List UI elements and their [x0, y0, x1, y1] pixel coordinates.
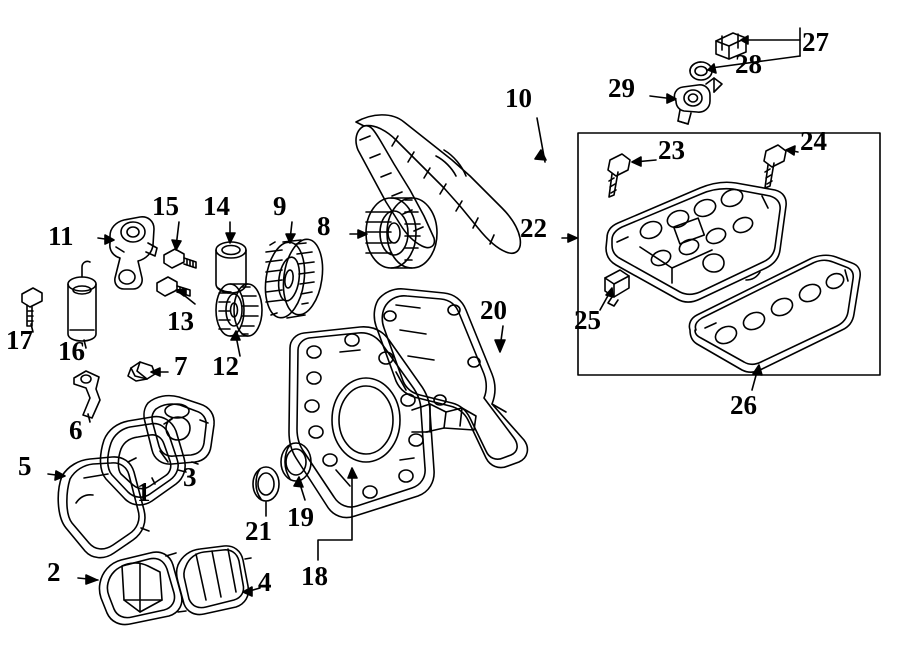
- callout-leader-1: [151, 477, 156, 485]
- callout-label-5: 5: [18, 451, 32, 481]
- callout-leader-20: [494, 325, 506, 353]
- part-4-lower-outer-cover-panel: [175, 545, 252, 616]
- callout-label-15: 15: [152, 191, 179, 221]
- callout-label-4: 4: [258, 567, 272, 597]
- part-9-crankshaft-sprocket: [264, 238, 324, 319]
- callout-label-9: 9: [273, 191, 287, 221]
- part-25-oil-separator-fitting: [604, 269, 630, 307]
- callout-leader-25: [599, 287, 614, 311]
- callout-label-19: 19: [287, 502, 314, 532]
- callout-leader-9: [285, 221, 296, 244]
- part-29-camshaft-position-sensor: [673, 77, 723, 125]
- callout-label-3: 3: [183, 462, 197, 492]
- callout-label-28: 28: [735, 49, 762, 79]
- callout-leader-28: [707, 55, 801, 74]
- part-1-inner-timing-belt-cover-left: [99, 415, 187, 506]
- callout-leader-4: [242, 586, 261, 597]
- part-22-valve-cover-assembly-group-box: [577, 132, 881, 376]
- callout-label-20: 20: [480, 295, 507, 325]
- part-2-lower-timing-belt-cover: [98, 551, 187, 626]
- callout-label-6: 6: [69, 415, 83, 445]
- callout-leader-24: [785, 145, 799, 156]
- callout-label-25: 25: [574, 305, 601, 335]
- callout-leader-18: [317, 467, 358, 561]
- part-17-tensioner-mounting-bolt: [21, 287, 43, 327]
- part-11-belt-tensioner-bracket: [109, 216, 158, 290]
- callout-label-17: 17: [6, 325, 33, 355]
- callout-leader-5: [47, 470, 66, 481]
- callout-leader-15: [171, 221, 182, 251]
- callout-label-11: 11: [48, 221, 74, 251]
- part-26-valve-cover-left: [688, 254, 861, 373]
- callout-leader-3: [191, 461, 199, 465]
- part-12-idler-pulley: [215, 283, 263, 337]
- part-5-front-timing-cover-shield: [57, 456, 150, 559]
- callout-leader-17: [30, 323, 34, 333]
- callout-label-2: 2: [47, 557, 61, 587]
- callout-leader-19: [293, 476, 306, 501]
- part-6-cover-mounting-bracket: [73, 370, 101, 419]
- part-22-valve-cover-right: [605, 181, 787, 303]
- callout-leader-27: [740, 27, 801, 57]
- callout-leader-13: [175, 288, 196, 305]
- callout-leader-8: [349, 229, 368, 239]
- part-16-hydraulic-tensioner: [67, 260, 97, 342]
- callout-leader-12: [230, 330, 241, 357]
- callout-leader-7: [150, 367, 169, 377]
- part-24-valve-cover-bolt-right: [763, 144, 787, 189]
- part-8-camshaft-sprocket: [365, 197, 438, 269]
- callout-label-1: 1: [137, 477, 151, 507]
- callout-label-23: 23: [658, 135, 685, 165]
- callout-label-21: 21: [245, 516, 272, 546]
- callout-label-12: 12: [212, 351, 239, 381]
- callout-label-24: 24: [800, 126, 827, 156]
- callout-label-13: 13: [167, 306, 194, 336]
- part-3-timing-belt-cover-bracket: [143, 394, 215, 465]
- part-20-rear-timing-cover: [373, 288, 529, 469]
- callout-label-7: 7: [174, 351, 188, 381]
- callout-label-8: 8: [317, 211, 331, 241]
- callout-leader-22: [561, 233, 578, 243]
- callout-label-22: 22: [520, 213, 547, 243]
- part-27-sensor-connector-bracket: [715, 32, 747, 60]
- callout-leader-16: [83, 339, 87, 349]
- part-21-seal-ring: [252, 466, 280, 502]
- callout-label-18: 18: [301, 561, 328, 591]
- callout-leader-29: [649, 93, 677, 104]
- callout-leader-23: [631, 156, 657, 167]
- callout-leader-11: [97, 234, 115, 245]
- callout-leader-10: [534, 117, 547, 163]
- callout-label-29: 29: [608, 73, 635, 103]
- part-18-engine-front-cover: [288, 326, 477, 519]
- part-10-timing-belt: [355, 114, 522, 254]
- callout-label-16: 16: [58, 336, 85, 366]
- part-15-tensioner-bolt: [163, 248, 197, 269]
- callout-leader-6: [87, 413, 91, 423]
- callout-leader-2: [77, 574, 99, 585]
- callout-leader-26: [751, 364, 763, 391]
- callout-label-10: 10: [505, 83, 532, 113]
- callout-label-26: 26: [730, 390, 757, 420]
- callout-label-27: 27: [802, 27, 829, 57]
- part-23-valve-cover-bolt-left: [607, 153, 631, 198]
- callout-leader-14: [225, 221, 236, 244]
- part-14-tensioner-damper: [215, 241, 247, 294]
- part-19-front-crankshaft-seal: [280, 442, 312, 482]
- callout-label-14: 14: [203, 191, 230, 221]
